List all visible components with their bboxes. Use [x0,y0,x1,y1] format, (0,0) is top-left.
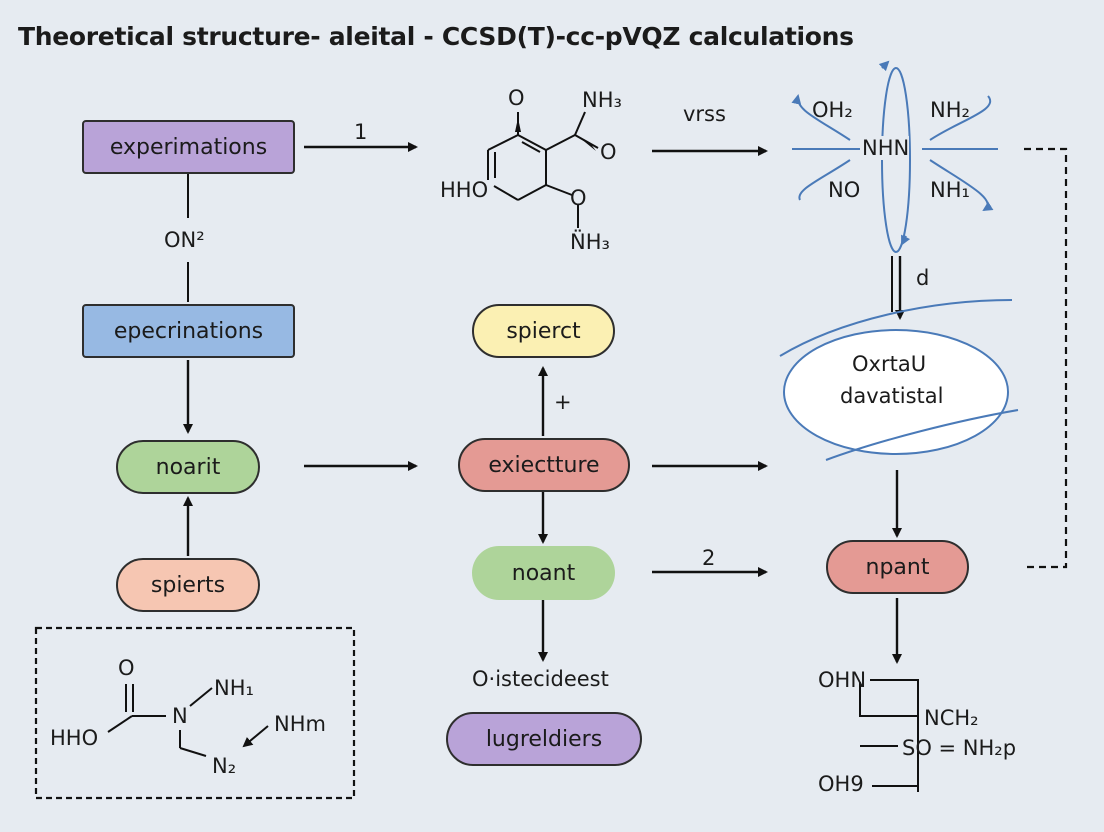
box-mol-n: N [172,704,188,728]
molecule-top-bonds [487,111,599,228]
mol-top-o: O [508,86,525,110]
node-lugreldiers-label: lugreldiers [485,726,603,752]
node-exiectture-label: exiectture [488,452,600,478]
node-experimations-label: experimations [109,134,268,160]
label-on2: ON² [164,228,205,252]
mol-top-hho: HHO [440,178,489,202]
mol-top-nh3: NH₃ [582,88,622,112]
label-vrss: vrss [683,102,726,126]
box-mol-nh1: NH₁ [214,676,254,700]
box-mol-nhm: NHm [274,712,326,736]
node-noarit: noarit [116,440,260,494]
mol-top-o-bottom: O [570,186,587,210]
node-npant-label: npant [865,554,930,580]
star-molecule-orbits [791,60,998,253]
node-spierts-label: spierts [150,572,226,598]
label-oistecideest: O·istecideest [472,667,609,691]
br-mol-oh9: OH9 [818,772,864,796]
dashed-feedback-line [1024,147,1068,569]
node-spierct: spierct [472,304,615,358]
box-mol-hho: HHO [50,726,99,750]
wedge-bond-2 [580,138,596,151]
node-noant: noant [472,546,615,600]
ellipse-swoosh-top [779,299,1013,357]
molecule-br-bonds [859,679,919,792]
node-experimations: experimations [82,120,295,174]
mol-top-nh3-bottom: N̈H₃ [570,230,610,254]
star-nh2: NH₂ [930,98,970,122]
star-oh2: OH₂ [812,98,853,122]
dashed-molecule-box [34,626,356,800]
node-spierct-label: spierct [506,318,581,344]
br-mol-so: SO = NH₂p [902,736,1017,760]
label-arrow-1: 1 [354,120,368,144]
mol-top-o-right: O [600,140,617,164]
label-arrow-2: 2 [702,546,716,570]
box-mol-o: O [118,656,135,680]
br-mol-ohn: OHN [818,668,867,692]
ellipse-swoosh-bottom [825,409,1019,461]
diagram-title: Theoretical structure- aleital - CCSD(T)… [18,22,854,51]
node-noant-label: noant [511,560,576,586]
wedge-bond-1 [515,118,521,132]
node-exiectture: exiectture [458,438,630,492]
node-spierts: spierts [116,558,260,612]
arrow-nhm-n2 [242,725,269,748]
br-mol-nch2: NCH₂ [924,706,979,730]
star-nh1: NH₁ [930,178,970,202]
molecule-box-bonds [107,684,213,757]
node-epecrinations: epecrinations [82,304,295,358]
node-npant: npant [826,540,969,594]
label-plus: + [554,390,572,414]
node-epecrinations-label: epecrinations [113,318,264,344]
node-lugreldiers: lugreldiers [446,712,642,766]
star-no: NO [828,178,861,202]
node-noarit-label: noarit [155,454,221,480]
star-center: NHN [862,136,910,160]
ellipse-label-line1: OxrtaU [852,352,927,376]
box-mol-n2: N₂ [212,754,237,778]
ellipse-label-line2: davatistal [840,384,944,408]
label-d: d [916,266,930,290]
